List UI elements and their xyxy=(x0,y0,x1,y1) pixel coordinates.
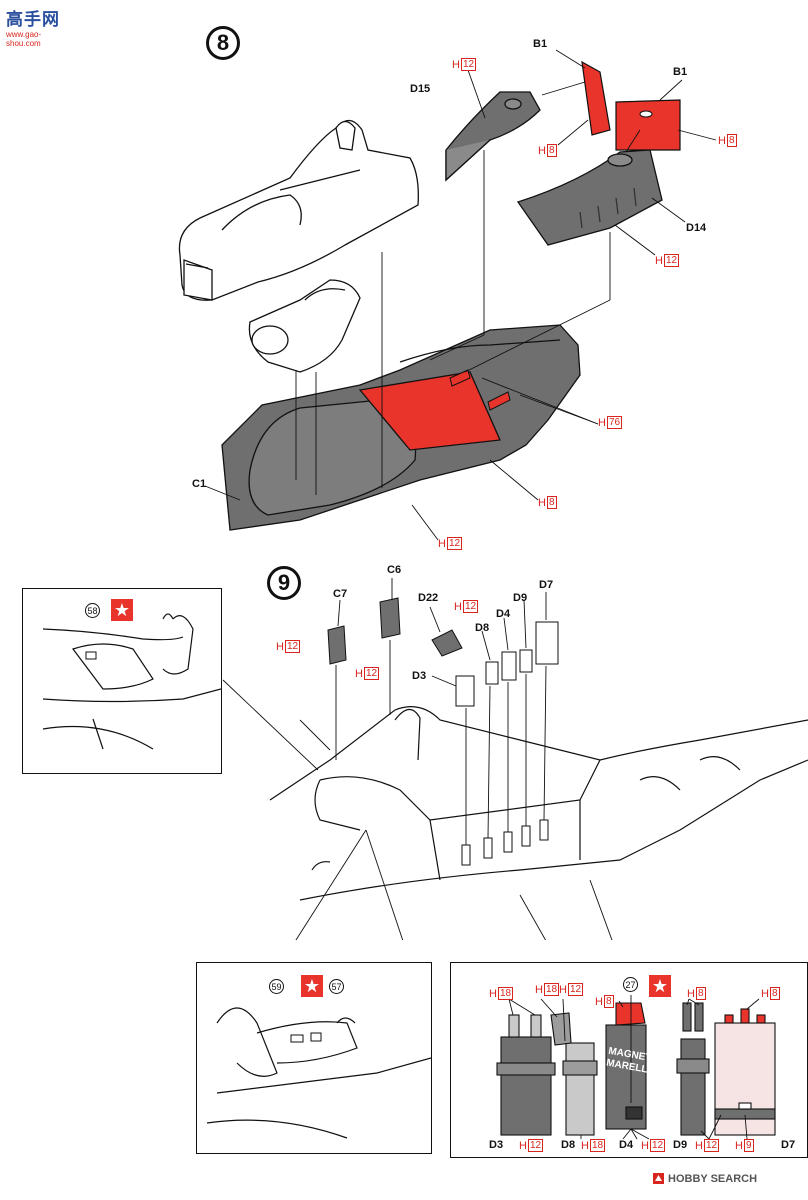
step-9-pegs xyxy=(461,819,549,866)
decal-27-marker: 27 xyxy=(623,977,638,992)
inset-cockpit-middle: 59 ★ 57 xyxy=(196,962,432,1154)
inset-middle-drawing xyxy=(206,1007,431,1139)
label-c6: C6 xyxy=(387,564,402,576)
label-d8: D8 xyxy=(475,622,490,634)
step-9-gray-parts xyxy=(327,597,463,665)
step-9-number: 9 xyxy=(267,566,301,600)
label-b1-left: B1 xyxy=(533,38,548,50)
step-8-diagram xyxy=(178,49,717,541)
part-b1-right xyxy=(615,99,681,151)
step-9-small-parts xyxy=(455,621,559,707)
decal-58-marker: 58 xyxy=(85,603,100,618)
label-d9: D9 xyxy=(513,592,528,604)
part-d14 xyxy=(516,149,663,246)
inset-cockpit-left: 58 ★ xyxy=(22,588,222,774)
star-icon: ★ xyxy=(649,975,671,997)
seat xyxy=(248,279,361,373)
part-b1-left xyxy=(581,60,611,136)
bottom-watermark: HOBBY SEARCH xyxy=(652,1172,757,1185)
site-url: www.gao-shou.com xyxy=(6,30,42,48)
label-d14: D14 xyxy=(686,222,707,234)
step-9-diagram xyxy=(222,578,808,940)
label-d7: D7 xyxy=(781,1139,796,1151)
star-icon: ★ xyxy=(301,975,323,997)
floor-pegs xyxy=(449,369,511,411)
hobby-search-logo-icon xyxy=(653,1173,664,1184)
label-d3: D3 xyxy=(412,670,427,682)
step-9-guide-lines xyxy=(222,578,613,940)
label-d15: D15 xyxy=(410,83,431,95)
label-c7: C7 xyxy=(333,588,348,600)
inset-left-drawing xyxy=(42,613,221,750)
label-d9: D9 xyxy=(673,1139,688,1151)
label-b1-right: B1 xyxy=(673,66,688,78)
label-d4: D4 xyxy=(496,608,511,620)
step-8-number: 8 xyxy=(206,26,240,60)
hobby-search-text: HOBBY SEARCH xyxy=(668,1172,758,1185)
label-d22: D22 xyxy=(418,592,439,604)
decal-57-marker: 57 xyxy=(329,979,344,994)
top-watermark: 高手网 www.gao-shou.com xyxy=(6,5,74,48)
step-8-guide-lines xyxy=(204,49,717,541)
monocoque-body xyxy=(178,119,419,301)
star-icon: ★ xyxy=(111,599,133,621)
decal-59-marker: 59 xyxy=(269,979,284,994)
component-d8 xyxy=(565,1042,595,1136)
component-d9 xyxy=(680,1038,706,1136)
site-logo-text: 高手网 xyxy=(6,10,60,29)
part-d15 xyxy=(445,91,541,182)
car-body-outline xyxy=(269,706,808,901)
label-c1: C1 xyxy=(192,478,207,490)
component-d3 xyxy=(500,1036,552,1136)
label-d8: D8 xyxy=(561,1139,576,1151)
label-d3: D3 xyxy=(489,1139,504,1151)
label-d7: D7 xyxy=(539,579,554,591)
inset-right-drawing xyxy=(496,995,776,1140)
part-c1-floor xyxy=(221,324,581,531)
label-d4: D4 xyxy=(619,1139,634,1151)
